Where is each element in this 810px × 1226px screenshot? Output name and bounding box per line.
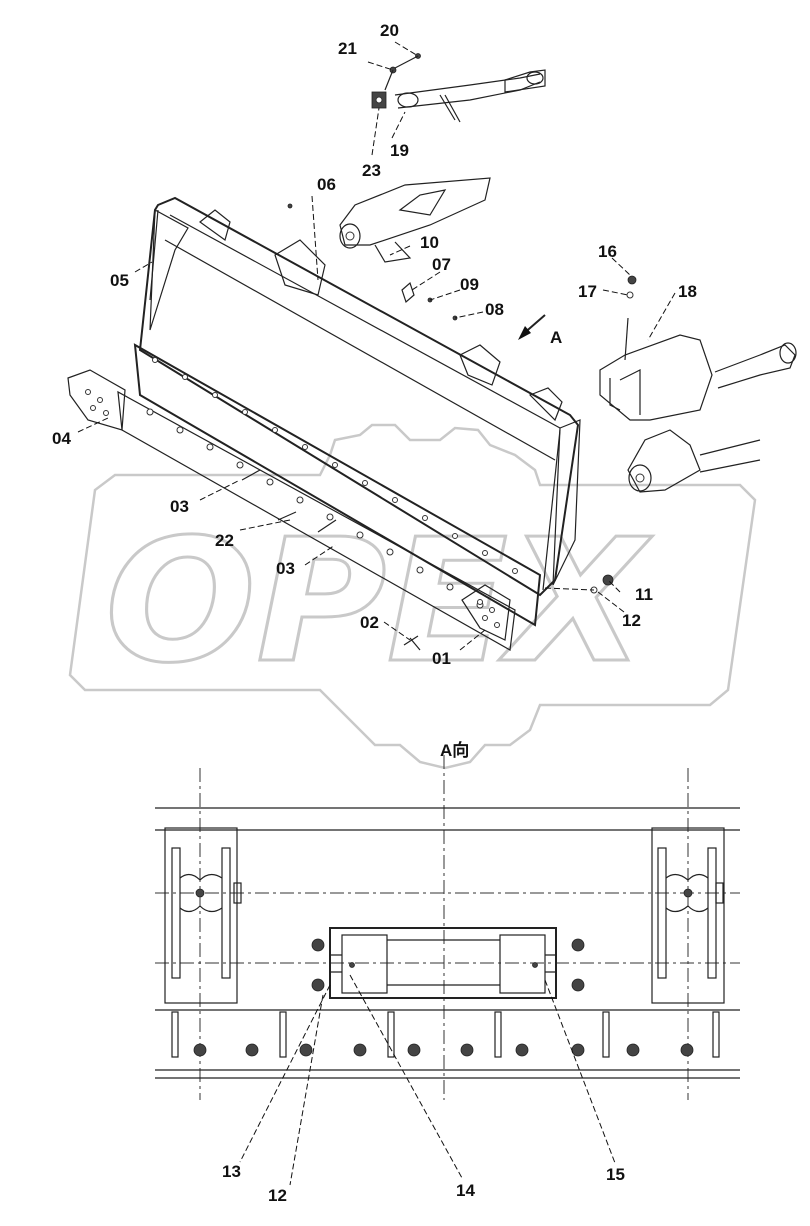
label-12b: 12 <box>268 1186 287 1205</box>
label-10: 10 <box>420 233 439 252</box>
label-04: 04 <box>52 429 71 448</box>
label-13: 13 <box>222 1162 241 1181</box>
label-06: 06 <box>317 175 336 194</box>
label-07: 07 <box>432 255 451 274</box>
leader-lines <box>77 41 676 651</box>
left-bracket <box>164 827 242 1004</box>
label-03b: 03 <box>276 559 295 578</box>
bucket-assembly <box>67 196 614 651</box>
direction-label: A <box>550 328 562 347</box>
label-08: 08 <box>485 300 504 319</box>
label-02: 02 <box>360 613 379 632</box>
label-03a: 03 <box>170 497 189 516</box>
label-23: 23 <box>362 161 381 180</box>
label-18: 18 <box>678 282 697 301</box>
tilt-cylinder-mount <box>599 275 797 493</box>
label-20: 20 <box>380 21 399 40</box>
label-22: 22 <box>215 531 234 550</box>
bucket-side-plate-right <box>552 419 581 586</box>
end-bit-left <box>67 369 126 431</box>
view-caption: A向 <box>440 740 469 760</box>
watermark-text: OPEX <box>105 503 653 701</box>
cutting-edge <box>133 343 542 627</box>
label-15: 15 <box>606 1165 625 1184</box>
label-11: 11 <box>635 585 653 604</box>
right-bracket <box>651 827 725 1004</box>
label-16: 16 <box>598 242 617 261</box>
tooth-row <box>171 1011 720 1058</box>
end-bit-right <box>461 584 511 641</box>
upper-linkage <box>371 53 546 123</box>
lift-arm-top <box>287 177 491 321</box>
watermark-gear-outline <box>68 423 757 770</box>
view-a <box>155 755 740 1186</box>
label-01: 01 <box>432 649 451 668</box>
label-09: 09 <box>460 275 479 294</box>
part-labels: 20 21 19 23 06 10 07 09 08 05 16 17 18 0… <box>52 21 697 1205</box>
bucket-side-plate-left <box>149 209 189 331</box>
label-17: 17 <box>578 282 597 301</box>
view-direction-arrow: A <box>518 314 562 347</box>
label-12a: 12 <box>622 611 641 630</box>
cutting-edge-holes <box>146 357 518 609</box>
label-21: 21 <box>338 39 357 58</box>
label-14: 14 <box>456 1181 475 1200</box>
center-housing <box>311 927 585 999</box>
label-05: 05 <box>110 271 129 290</box>
label-19: 19 <box>390 141 409 160</box>
